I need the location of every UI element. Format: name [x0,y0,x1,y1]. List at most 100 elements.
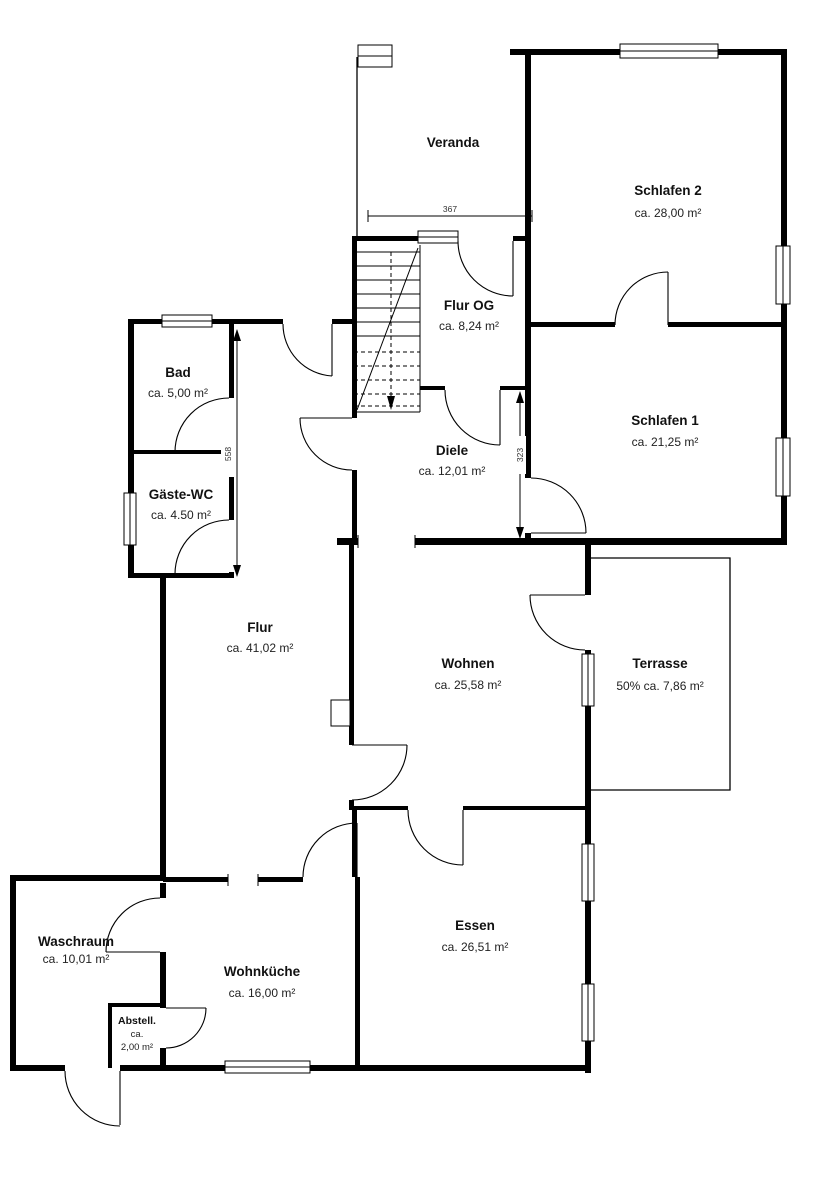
door-swing-arc [165,1007,207,1049]
wall-segment [415,538,787,545]
door-swing-arc [530,477,587,534]
door-waschraum [105,897,161,953]
room-name: Abstell. [118,1015,156,1027]
dimension-367: 367 [367,204,533,222]
room-label-veranda: Veranda [427,135,480,150]
dimensions: 367 558 323 [221,204,533,577]
door-exterior-bottom [64,1070,121,1127]
room-label-essen: Essen ca. 26,51 m² [442,918,509,954]
wall-segment [332,319,357,324]
door-gaeste-wc [174,519,230,575]
dimension-arrow [516,527,524,539]
door-swing-arc [105,897,161,953]
wall-segment [525,49,531,478]
room-area: ca. 25,58 m² [435,678,502,692]
room-area: ca. 16,00 m² [229,986,296,1000]
wall-segment [349,800,354,810]
window-schlafen2-right [775,245,791,305]
door-bad [174,397,230,453]
door-swing-arc [282,323,333,377]
window-wohnkueche-bottom [224,1060,311,1074]
wall-segment [128,319,134,578]
wall-segment [349,545,354,745]
room-label-flur: Flur ca. 41,02 m² [227,620,294,655]
doors [64,240,669,1127]
wall-segment [229,452,234,520]
wall-segment [108,1005,112,1068]
door-wohnen-essen [407,809,464,866]
dimension-label-bg [513,436,526,474]
room-area: ca. 21,25 m² [632,435,699,449]
room-area: ca. 8,24 m² [439,319,499,333]
wall-segment [10,875,166,881]
wall-segment [525,322,615,327]
room-name: Waschraum [38,934,114,949]
terrace-outline [591,557,731,791]
wall-segment [160,883,166,898]
stair-direction-arrow [387,396,395,410]
dimension-arrow [516,391,524,403]
door-swing-arc [299,417,353,471]
door-swing-arc [529,594,586,651]
door-flurog-diele [444,389,501,446]
dimension-label: 323 [515,448,525,462]
wall-segment [160,952,166,1008]
chimney [330,699,351,727]
room-area: ca. 10,01 m² [43,952,110,966]
room-label-wohnen: Wohnen ca. 25,58 m² [435,656,502,692]
room-labels: Veranda Schlafen 2 ca. 28,00 m² Flur OG … [38,135,704,1053]
room-area: ca. 41,02 m² [227,641,294,655]
room-name: Terrasse [632,656,688,671]
room-area: ca. 26,51 m² [442,940,509,954]
outlines [227,57,731,886]
door-swing-arc [444,389,501,446]
wall-segment [355,882,360,1065]
door-abstell [165,1007,207,1049]
dimension-arrow [233,329,241,341]
wall-segment [352,236,357,418]
room-area: 2,00 m² [121,1042,153,1053]
wall-segment [160,1048,166,1065]
window-schlafen2-top [619,43,719,59]
room-label-schlafen2: Schlafen 2 ca. 28,00 m² [634,183,702,220]
room-label-wohnkueche: Wohnküche ca. 16,00 m² [224,964,301,1000]
room-area: ca. 28,00 m² [635,206,702,220]
room-name: Bad [165,365,191,380]
window-wc-left [123,492,137,546]
room-name: Flur OG [444,298,494,313]
door-swing-arc [302,822,358,878]
wall-segment [463,806,585,810]
wall-segment [10,1065,65,1071]
wall-segment [163,877,228,882]
door-swing-arc [351,744,408,801]
window-essen-right-upper [581,843,595,902]
wall-segment [120,1065,591,1071]
door-swing-arc [174,519,230,575]
wall-segment [128,573,232,578]
walls [10,49,787,1073]
window-veranda-wall [417,230,459,244]
door-flur-wohnkueche [302,822,358,878]
room-label-schlafen1: Schlafen 1 ca. 21,25 m² [631,413,699,449]
dimension-323: 323 [513,391,526,539]
windows [123,43,791,1074]
wall-segment [128,319,162,324]
door-swing-arc [407,809,464,866]
room-name: Essen [455,918,495,933]
wall-segment [420,386,445,390]
dimension-arrow [233,565,241,577]
wall-segment [229,322,234,398]
room-name: Diele [436,443,469,458]
room-label-flur-og: Flur OG ca. 8,24 m² [439,298,499,333]
room-name: Wohnen [442,656,495,671]
door-swing-arc [174,397,230,453]
room-area: ca. 12,01 m² [419,464,486,478]
wall-segment [513,236,525,241]
wall-segment [160,575,166,877]
staircase [354,245,421,413]
door-schlafen2 [614,271,669,326]
dimension-label: 367 [443,204,457,214]
dimension-label: 558 [223,447,233,461]
